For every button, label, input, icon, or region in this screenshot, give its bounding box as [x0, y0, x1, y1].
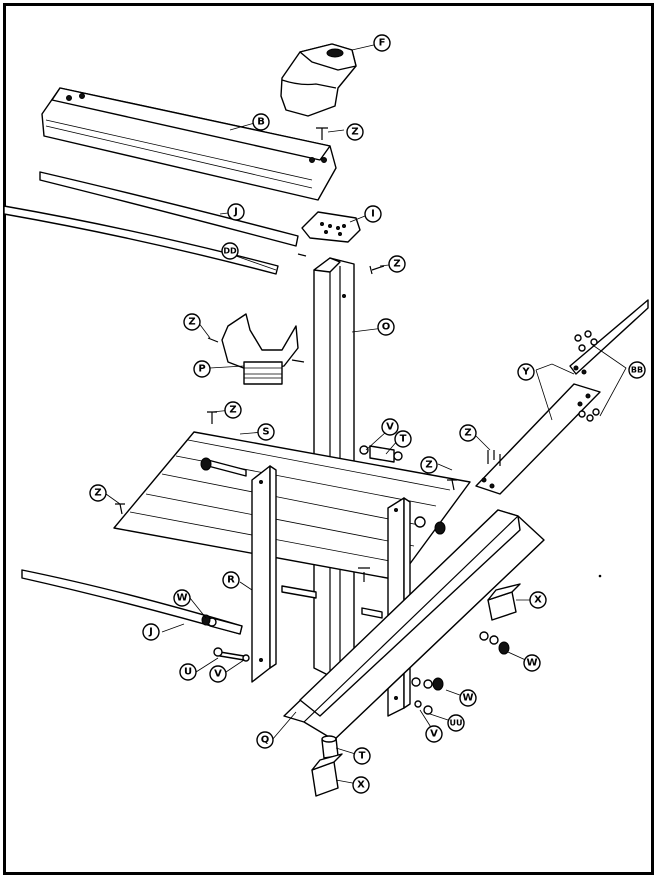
part-i-top-plate — [301, 211, 361, 243]
svg-text:W: W — [526, 658, 537, 669]
callout-w2: W — [523, 654, 541, 672]
svg-text:X: X — [357, 780, 365, 791]
svg-text:J: J — [148, 627, 153, 638]
svg-text:J: J — [233, 207, 238, 218]
part-f-top-cap — [280, 43, 357, 117]
svg-text:T: T — [400, 434, 407, 445]
hardware-bolts — [201, 445, 510, 715]
part-p-bracket — [221, 313, 299, 385]
callout-t1: T — [394, 430, 412, 448]
part-b-top-rail — [41, 87, 337, 201]
callout-z7: Z — [89, 484, 107, 502]
svg-text:Z: Z — [94, 488, 101, 499]
callout-z4: Z — [224, 401, 242, 419]
stray-dot — [598, 574, 602, 578]
callout-bb: BB — [628, 361, 646, 379]
callout-z3: Z — [183, 313, 201, 331]
svg-text:V: V — [214, 669, 222, 680]
part-t-spacers — [321, 735, 339, 759]
svg-text:DD: DD — [223, 247, 237, 256]
callout-x1: X — [529, 591, 547, 609]
part-r-side-frame — [200, 457, 277, 683]
svg-text:P: P — [198, 364, 205, 375]
part-rail-strip — [39, 171, 299, 247]
callout-q: Q — [256, 731, 274, 749]
callout-z1: Z — [346, 123, 364, 141]
part-j-top-strip — [3, 205, 279, 275]
callout-z5: Z — [459, 424, 477, 442]
svg-text:Q: Q — [261, 735, 270, 746]
callout-v3: V — [425, 725, 443, 743]
callout-w1: W — [173, 589, 191, 607]
part-j-lower-strip — [21, 569, 243, 635]
svg-text:S: S — [262, 427, 269, 438]
callout-y: Y — [517, 363, 535, 381]
svg-text:UU: UU — [450, 719, 463, 728]
part-s-corrugated-panel — [113, 431, 471, 581]
svg-text:Z: Z — [425, 460, 432, 471]
svg-text:BB: BB — [631, 366, 643, 375]
svg-text:U: U — [184, 667, 192, 678]
part-x-blocks — [311, 583, 521, 797]
svg-text:Z: Z — [188, 317, 195, 328]
svg-text:W: W — [176, 593, 187, 604]
callout-x2: X — [352, 776, 370, 794]
svg-text:T: T — [359, 751, 366, 762]
svg-text:X: X — [534, 595, 542, 606]
callout-b: B — [252, 113, 270, 131]
callout-o: O — [377, 318, 395, 336]
callout-z6: Z — [420, 456, 438, 474]
part-bb-hardware — [574, 330, 600, 422]
svg-text:V: V — [386, 422, 394, 433]
svg-text:Z: Z — [351, 127, 358, 138]
svg-text:V: V — [430, 729, 438, 740]
callout-w3: W — [459, 689, 477, 707]
svg-text:I: I — [371, 209, 375, 220]
callout-t2: T — [353, 747, 371, 765]
svg-text:F: F — [379, 38, 386, 49]
part-y-straps — [475, 299, 649, 495]
callout-r: R — [222, 571, 240, 589]
callout-z2: Z — [388, 255, 406, 273]
callout-s: S — [257, 423, 275, 441]
svg-text:Z: Z — [229, 405, 236, 416]
svg-text:Z: Z — [464, 428, 471, 439]
callout-v1: V — [381, 418, 399, 436]
svg-text:B: B — [257, 117, 265, 128]
callout-j2: J — [142, 623, 160, 641]
callout-dd: DD — [221, 242, 239, 260]
callout-j1: J — [227, 203, 245, 221]
svg-text:Z: Z — [393, 259, 400, 270]
svg-text:W: W — [462, 693, 473, 704]
callout-v2: V — [209, 665, 227, 683]
svg-text:R: R — [227, 575, 235, 586]
callout-i: I — [364, 205, 382, 223]
part-q-base-channels — [283, 509, 545, 741]
svg-text:O: O — [382, 322, 391, 333]
callout-uu: UU — [447, 714, 465, 732]
callout-f: F — [373, 34, 391, 52]
callout-p: P — [193, 360, 211, 378]
svg-text:Y: Y — [521, 367, 530, 378]
callout-u: U — [179, 663, 197, 681]
